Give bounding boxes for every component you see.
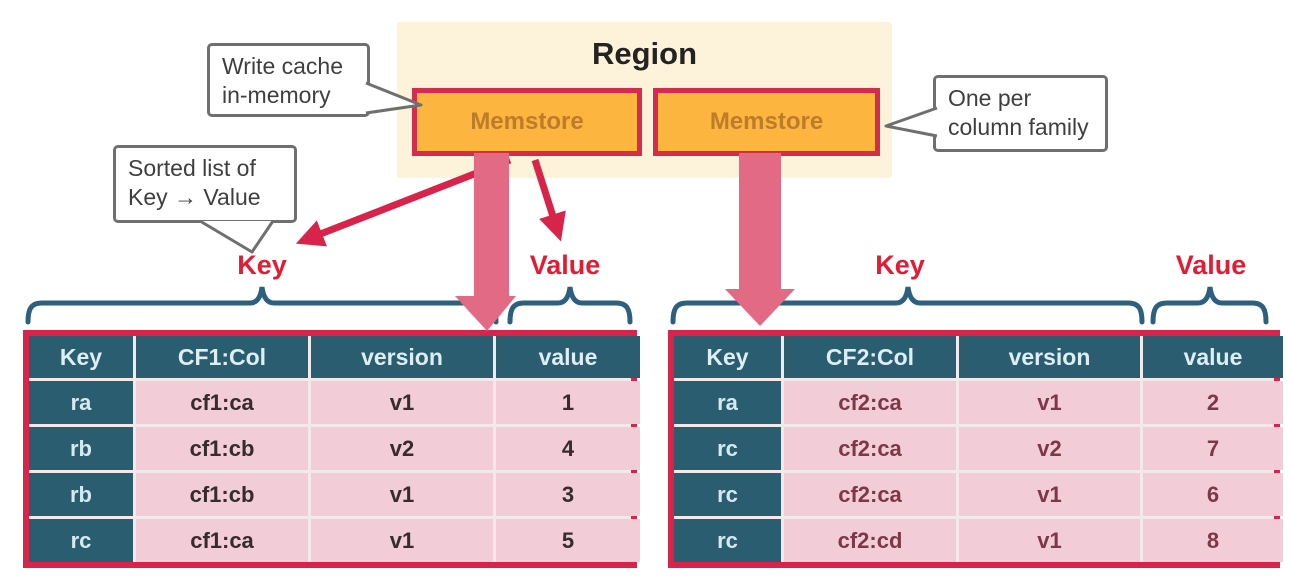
column-header-cell: CF1:Col: [136, 336, 308, 378]
left-memstore-flush-arrow: [455, 153, 516, 331]
row-key-cell: rc: [674, 519, 781, 562]
data-cell: 4: [496, 427, 640, 470]
data-cell: v1: [311, 473, 493, 516]
column-header-cell: Key: [674, 336, 781, 378]
callout-write-cache-line2: in-memory: [222, 82, 331, 108]
data-cell: cf2:ca: [784, 381, 956, 424]
left-key-label: Key: [237, 250, 287, 280]
callout-write-cache: Write cache in-memory: [207, 43, 370, 117]
left-key-brace: [25, 286, 499, 325]
row-key-cell: rc: [674, 473, 781, 516]
right-key-brace: [670, 286, 1145, 325]
data-cell: 1: [496, 381, 640, 424]
column-header-cell: version: [959, 336, 1140, 378]
data-cell: v1: [959, 519, 1140, 562]
data-cell: cf2:ca: [784, 427, 956, 470]
row-key-cell: ra: [29, 381, 133, 424]
column-header-cell: Key: [29, 336, 133, 378]
row-key-cell: rb: [29, 427, 133, 470]
data-cell: 3: [496, 473, 640, 516]
data-cell: 8: [1143, 519, 1283, 562]
data-cell: v1: [959, 381, 1140, 424]
data-cell: v2: [311, 427, 493, 470]
right-value-brace: [1150, 286, 1269, 325]
column-header-cell: value: [496, 336, 640, 378]
data-cell: v2: [959, 427, 1140, 470]
data-cell: v1: [311, 519, 493, 562]
row-key-cell: rb: [29, 473, 133, 516]
row-key-cell: rc: [674, 427, 781, 470]
right-memstore-flush-arrow: [725, 153, 795, 326]
callout-write-cache-line1: Write cache: [222, 53, 344, 79]
right-value-label: Value: [1175, 250, 1247, 280]
callout-sorted-list: Sorted list of Key → Value: [113, 145, 297, 223]
column-header-cell: version: [311, 336, 493, 378]
data-cell: v1: [311, 381, 493, 424]
callout-sorted-list-line1: Sorted list of: [128, 155, 256, 181]
callout-sorted-list-tail: [199, 219, 275, 254]
data-cell: 2: [1143, 381, 1283, 424]
column-header-cell: value: [1143, 336, 1283, 378]
data-cell: 7: [1143, 427, 1283, 470]
callout-one-per-tail: [884, 106, 938, 138]
callout-one-per-line1: One per: [948, 85, 1032, 111]
callout-one-per-column-family: One per column family: [933, 75, 1108, 152]
left-value-label: Value: [529, 250, 601, 280]
data-cell: cf1:cb: [136, 473, 308, 516]
data-cell: cf1:ca: [136, 381, 308, 424]
region-title: Region: [591, 36, 698, 71]
memstore-right-box: Memstore: [653, 88, 880, 156]
column-header-cell: CF2:Col: [784, 336, 956, 378]
data-cell: v1: [959, 473, 1140, 516]
data-cell: 5: [496, 519, 640, 562]
data-cell: cf2:ca: [784, 473, 956, 516]
callout-one-per-line2: column family: [948, 114, 1089, 140]
memstore-left-box: Memstore: [412, 88, 642, 156]
memstore-left-label: Memstore: [470, 108, 584, 135]
row-key-cell: rc: [29, 519, 133, 562]
callout-sorted-list-line2: Key → Value: [128, 184, 261, 210]
data-cell: cf2:cd: [784, 519, 956, 562]
left-value-brace: [507, 286, 633, 325]
memstore-right-label: Memstore: [709, 108, 824, 135]
data-cell: 6: [1143, 473, 1283, 516]
right-key-label: Key: [875, 250, 925, 280]
data-cell: cf1:ca: [136, 519, 308, 562]
row-key-cell: ra: [674, 381, 781, 424]
data-cell: cf1:cb: [136, 427, 308, 470]
